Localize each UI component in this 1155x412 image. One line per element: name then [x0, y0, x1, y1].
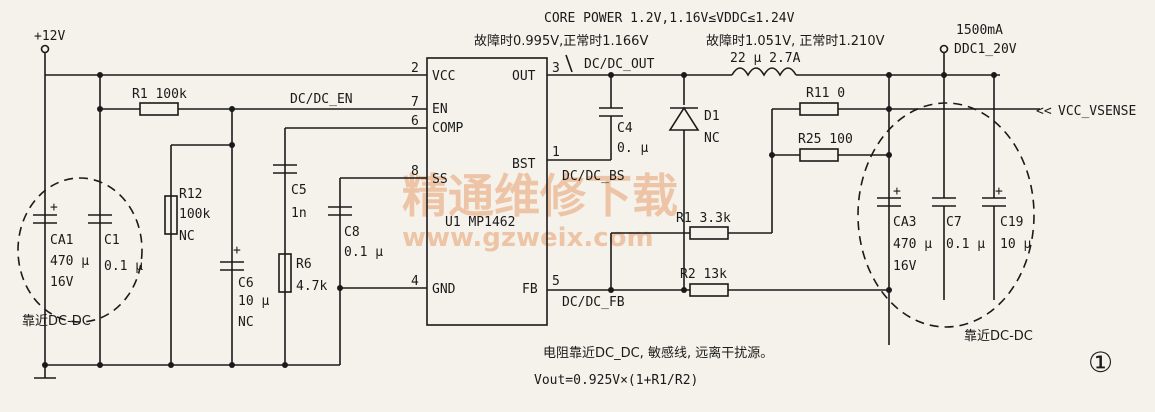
resistor-r11	[799, 102, 839, 116]
ca3-value: 470 μ	[893, 237, 932, 252]
r12-nc: NC	[179, 229, 195, 244]
ca3-name: CA3	[893, 215, 916, 230]
pin-vcc: VCC	[432, 69, 455, 84]
pin-num-en: 7	[411, 95, 419, 110]
resistor-r6	[278, 253, 292, 293]
svg-text:+: +	[893, 184, 901, 199]
resistor-r12	[164, 195, 178, 235]
output-net-label: DDC1_20V	[954, 42, 1017, 57]
r6-name: R6	[296, 257, 312, 272]
resistor-r1-100k	[139, 102, 179, 116]
fault-note-right: 故障时1.051V, 正常时1.210V	[706, 34, 885, 49]
net-fb-label: DC/DC_FB	[562, 295, 625, 310]
net-vsense-label: VCC_VSENSE	[1058, 104, 1136, 119]
current-rating: 1500mA	[956, 23, 1003, 38]
resistor-note: 电阻靠近DC_DC, 敏感线, 远离干扰源。	[543, 345, 773, 361]
watermark-url: www.gzweix.com	[402, 223, 654, 253]
r25-label: R25 100	[798, 132, 853, 147]
inductor-22u	[731, 67, 797, 77]
r2-label: R2 13k	[680, 267, 727, 282]
c7-value: 0.1 μ	[946, 237, 985, 252]
vout-formula: Vout=0.925V×(1+R1/R2)	[534, 373, 698, 388]
figure-number: ①	[1088, 346, 1113, 379]
inductor-label: 22 μ 2.7A	[730, 51, 801, 66]
c4-value: 0. μ	[617, 141, 648, 156]
core-power-spec: CORE POWER 1.2V,1.16V≤VDDC≤1.24V	[544, 11, 795, 26]
ca1-name: CA1	[50, 233, 73, 248]
pin-num-fb: 5	[552, 274, 560, 289]
pin-num-gnd: 4	[411, 274, 419, 289]
c1-value: 0.1 μ	[104, 259, 143, 274]
pin-num-ss: 8	[411, 164, 419, 179]
d1-name: D1	[704, 109, 720, 124]
net-en-label: DC/DC_EN	[290, 92, 353, 107]
ca3-voltage: 16V	[893, 259, 917, 274]
r12-name: R12	[179, 187, 202, 202]
diode-d1	[668, 106, 700, 131]
near-dcdc-label-left: 靠近DC-DC	[22, 314, 91, 329]
ca1-value: 470 μ	[50, 254, 89, 269]
c8-name: C8	[344, 225, 360, 240]
c5-value: 1n	[291, 206, 307, 221]
c4-name: C4	[617, 121, 633, 136]
output-terminal	[939, 44, 949, 54]
c7-name: C7	[946, 215, 962, 230]
pin-en: EN	[432, 102, 448, 117]
r11-label: R11 0	[806, 86, 845, 101]
r12-value: 100k	[179, 207, 210, 222]
pin-num-bst: 1	[552, 145, 560, 160]
pin-bst: BST	[512, 157, 536, 172]
watermark-title: 精通维修下载	[402, 169, 678, 223]
pin-num-vcc: 2	[411, 61, 419, 76]
d1-nc: NC	[704, 131, 720, 146]
c1-name: C1	[104, 233, 120, 248]
supply-label: +12V	[34, 29, 65, 44]
net-bs-label: DC/DC_BS	[562, 169, 625, 184]
resistor-r1-3k3	[689, 226, 729, 240]
net-out-label: DC/DC_OUT	[584, 57, 655, 72]
c8-value: 0.1 μ	[344, 245, 383, 260]
c6-name: C6	[238, 276, 254, 291]
chip-u1-mp1462	[426, 57, 548, 326]
c6-value: 10 μ	[238, 294, 269, 309]
pin-fb: FB	[522, 282, 538, 297]
near-dcdc-zone-left	[17, 177, 143, 323]
r1-right-label: R1 3.3k	[676, 211, 731, 226]
svg-text:+: +	[233, 243, 241, 258]
c19-name: C19	[1000, 215, 1023, 230]
near-dcdc-zone-right	[857, 102, 1035, 328]
pin-ss: SS	[432, 172, 448, 187]
c19-value: 10 μ	[1000, 237, 1031, 252]
svg-text:+: +	[995, 184, 1003, 199]
pin-num-comp: 6	[411, 114, 419, 129]
supply-terminal	[40, 44, 50, 54]
vsense-arrow: <<	[1036, 104, 1052, 119]
near-dcdc-label-right: 靠近DC-DC	[964, 329, 1033, 344]
resistor-r2	[689, 283, 729, 297]
c5-name: C5	[291, 183, 307, 198]
c6-nc: NC	[238, 315, 254, 330]
fault-note-left: 故障时0.995V,正常时1.166V	[474, 34, 648, 49]
r6-value: 4.7k	[296, 279, 327, 294]
resistor-r25	[799, 148, 839, 162]
pin-comp: COMP	[432, 121, 463, 136]
chip-name: U1 MP1462	[445, 215, 515, 230]
pin-num-out: 3	[552, 61, 560, 76]
r1-top-label: R1 100k	[132, 87, 187, 102]
ca1-voltage: 16V	[50, 275, 74, 290]
svg-text:+: +	[50, 200, 58, 215]
pin-gnd: GND	[432, 282, 456, 297]
pin-out: OUT	[512, 69, 536, 84]
